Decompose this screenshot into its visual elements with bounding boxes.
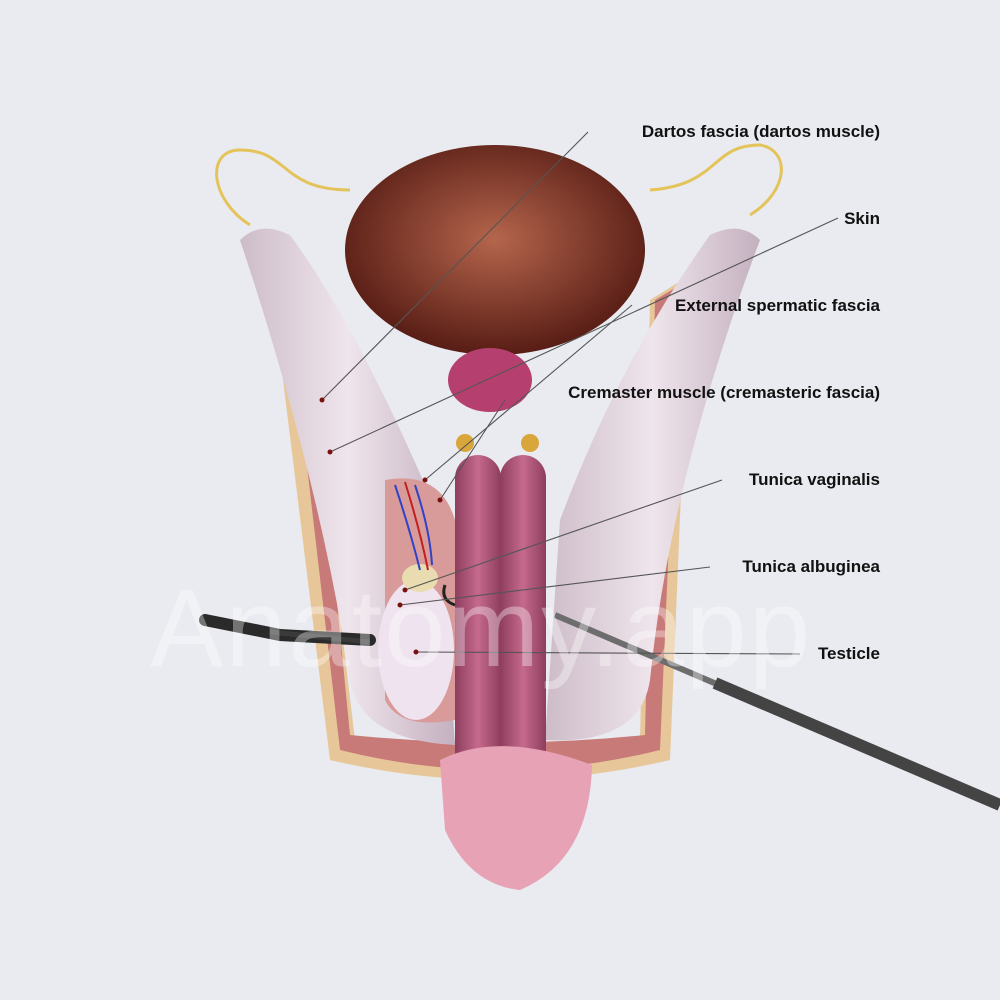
leader-lines xyxy=(321,131,839,655)
gland-left xyxy=(456,434,474,452)
right-scrotal-skin xyxy=(545,228,760,741)
watermark: Anatomy.app xyxy=(150,567,813,690)
label-dartos-fascia: Dartos fascia (dartos muscle) xyxy=(641,122,880,141)
vessels xyxy=(394,481,433,571)
corpus-right xyxy=(500,455,546,785)
probe-right xyxy=(442,584,1000,811)
label-tunica-albuginea: Tunica albuginea xyxy=(742,557,880,576)
glans xyxy=(440,746,592,890)
spermatic-cords xyxy=(215,143,783,227)
label-skin: Skin xyxy=(844,209,880,228)
corpus-left xyxy=(455,455,501,785)
scrotum-layers xyxy=(275,275,690,780)
forceps-left xyxy=(199,614,376,646)
label-external-spermatic-fascia: External spermatic fascia xyxy=(674,296,880,315)
epididymis-head xyxy=(402,564,438,592)
gland-right xyxy=(521,434,539,452)
bladder xyxy=(345,145,645,355)
label-testicle: Testicle xyxy=(817,644,880,663)
label-cremaster-muscle: Cremaster muscle (cremasteric fascia) xyxy=(568,383,880,402)
leader-dots xyxy=(319,397,443,655)
label-tunica-vaginalis: Tunica vaginalis xyxy=(748,470,880,489)
prostate xyxy=(448,348,532,412)
